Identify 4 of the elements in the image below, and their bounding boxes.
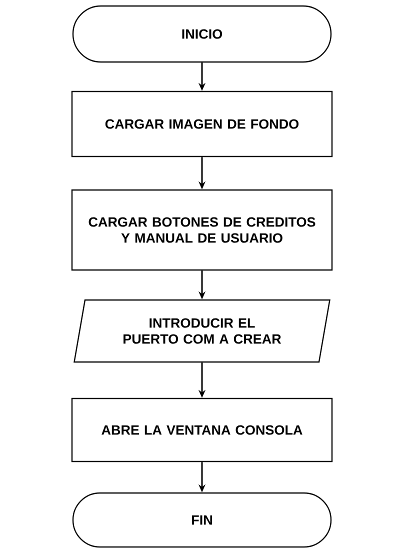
process-box: CARGAR IMAGEN DE FONDO [71, 90, 333, 158]
input-parallelogram: INTRODUCIR EL PUERTO COM A CREAR [74, 299, 330, 363]
process-box: ABRE LA VENTANA CONSOLA [71, 398, 333, 462]
process-box: CARGAR BOTONES DE CREDITOS Y MANUAL DE USUARIO [71, 189, 333, 271]
